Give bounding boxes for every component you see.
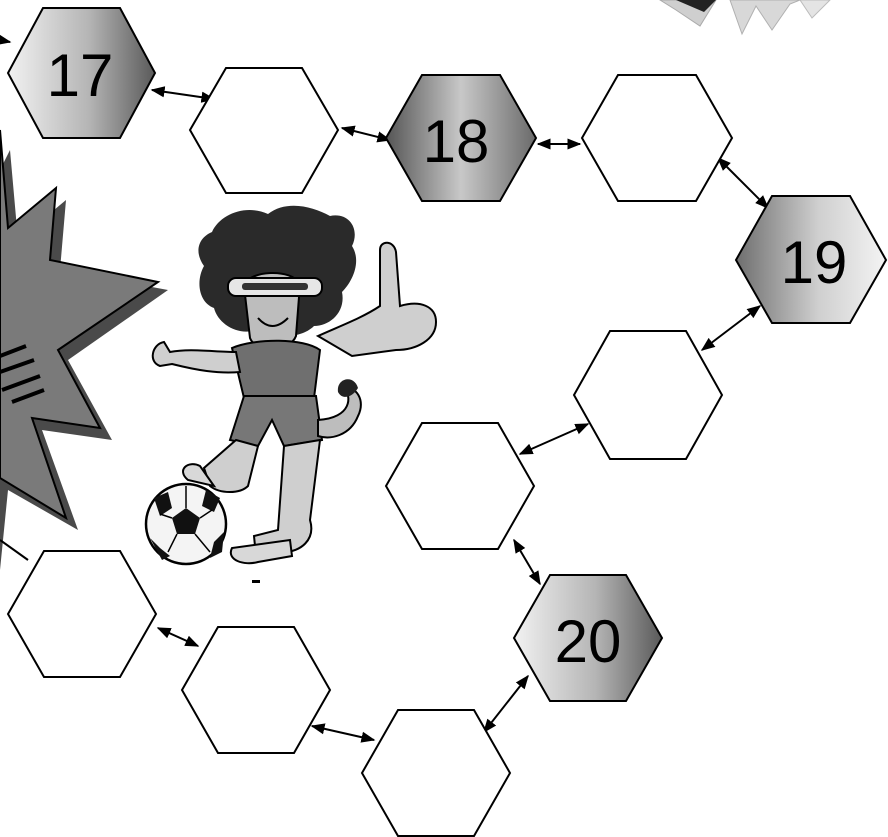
cell-17[interactable]: 17 xyxy=(8,8,155,138)
connector-in xyxy=(0,40,10,42)
cell-g[interactable] xyxy=(8,551,156,677)
cell-c[interactable] xyxy=(574,331,722,459)
connector-e-f xyxy=(312,726,374,740)
dash-mark xyxy=(252,580,260,583)
cell-19[interactable]: 19 xyxy=(736,196,886,323)
soccer-ball-icon xyxy=(146,484,226,564)
cell-20[interactable]: 20 xyxy=(514,575,662,701)
cell-e[interactable] xyxy=(362,710,510,836)
starburst-top-icon xyxy=(660,0,830,34)
cell-20-label: 20 xyxy=(555,608,622,675)
connector-17-a xyxy=(152,90,214,99)
cell-18[interactable]: 18 xyxy=(386,75,536,201)
cell-19-label: 19 xyxy=(781,229,848,296)
cell-f[interactable] xyxy=(182,627,330,753)
connector-out xyxy=(0,540,28,560)
starburst-icon xyxy=(0,130,168,570)
cell-18-label: 18 xyxy=(423,108,490,175)
cell-d[interactable] xyxy=(386,423,534,549)
connector-b-19 xyxy=(718,158,768,208)
connector-c-d xyxy=(520,424,588,454)
cell-b[interactable] xyxy=(582,75,732,201)
connector-f-g xyxy=(158,628,198,646)
connector-19-c xyxy=(702,306,760,350)
cell-17-label: 17 xyxy=(47,42,114,109)
connector-20-e xyxy=(484,676,528,732)
connector-a-18 xyxy=(342,128,390,140)
connector-d-20 xyxy=(514,540,540,584)
cell-a[interactable] xyxy=(190,68,338,193)
